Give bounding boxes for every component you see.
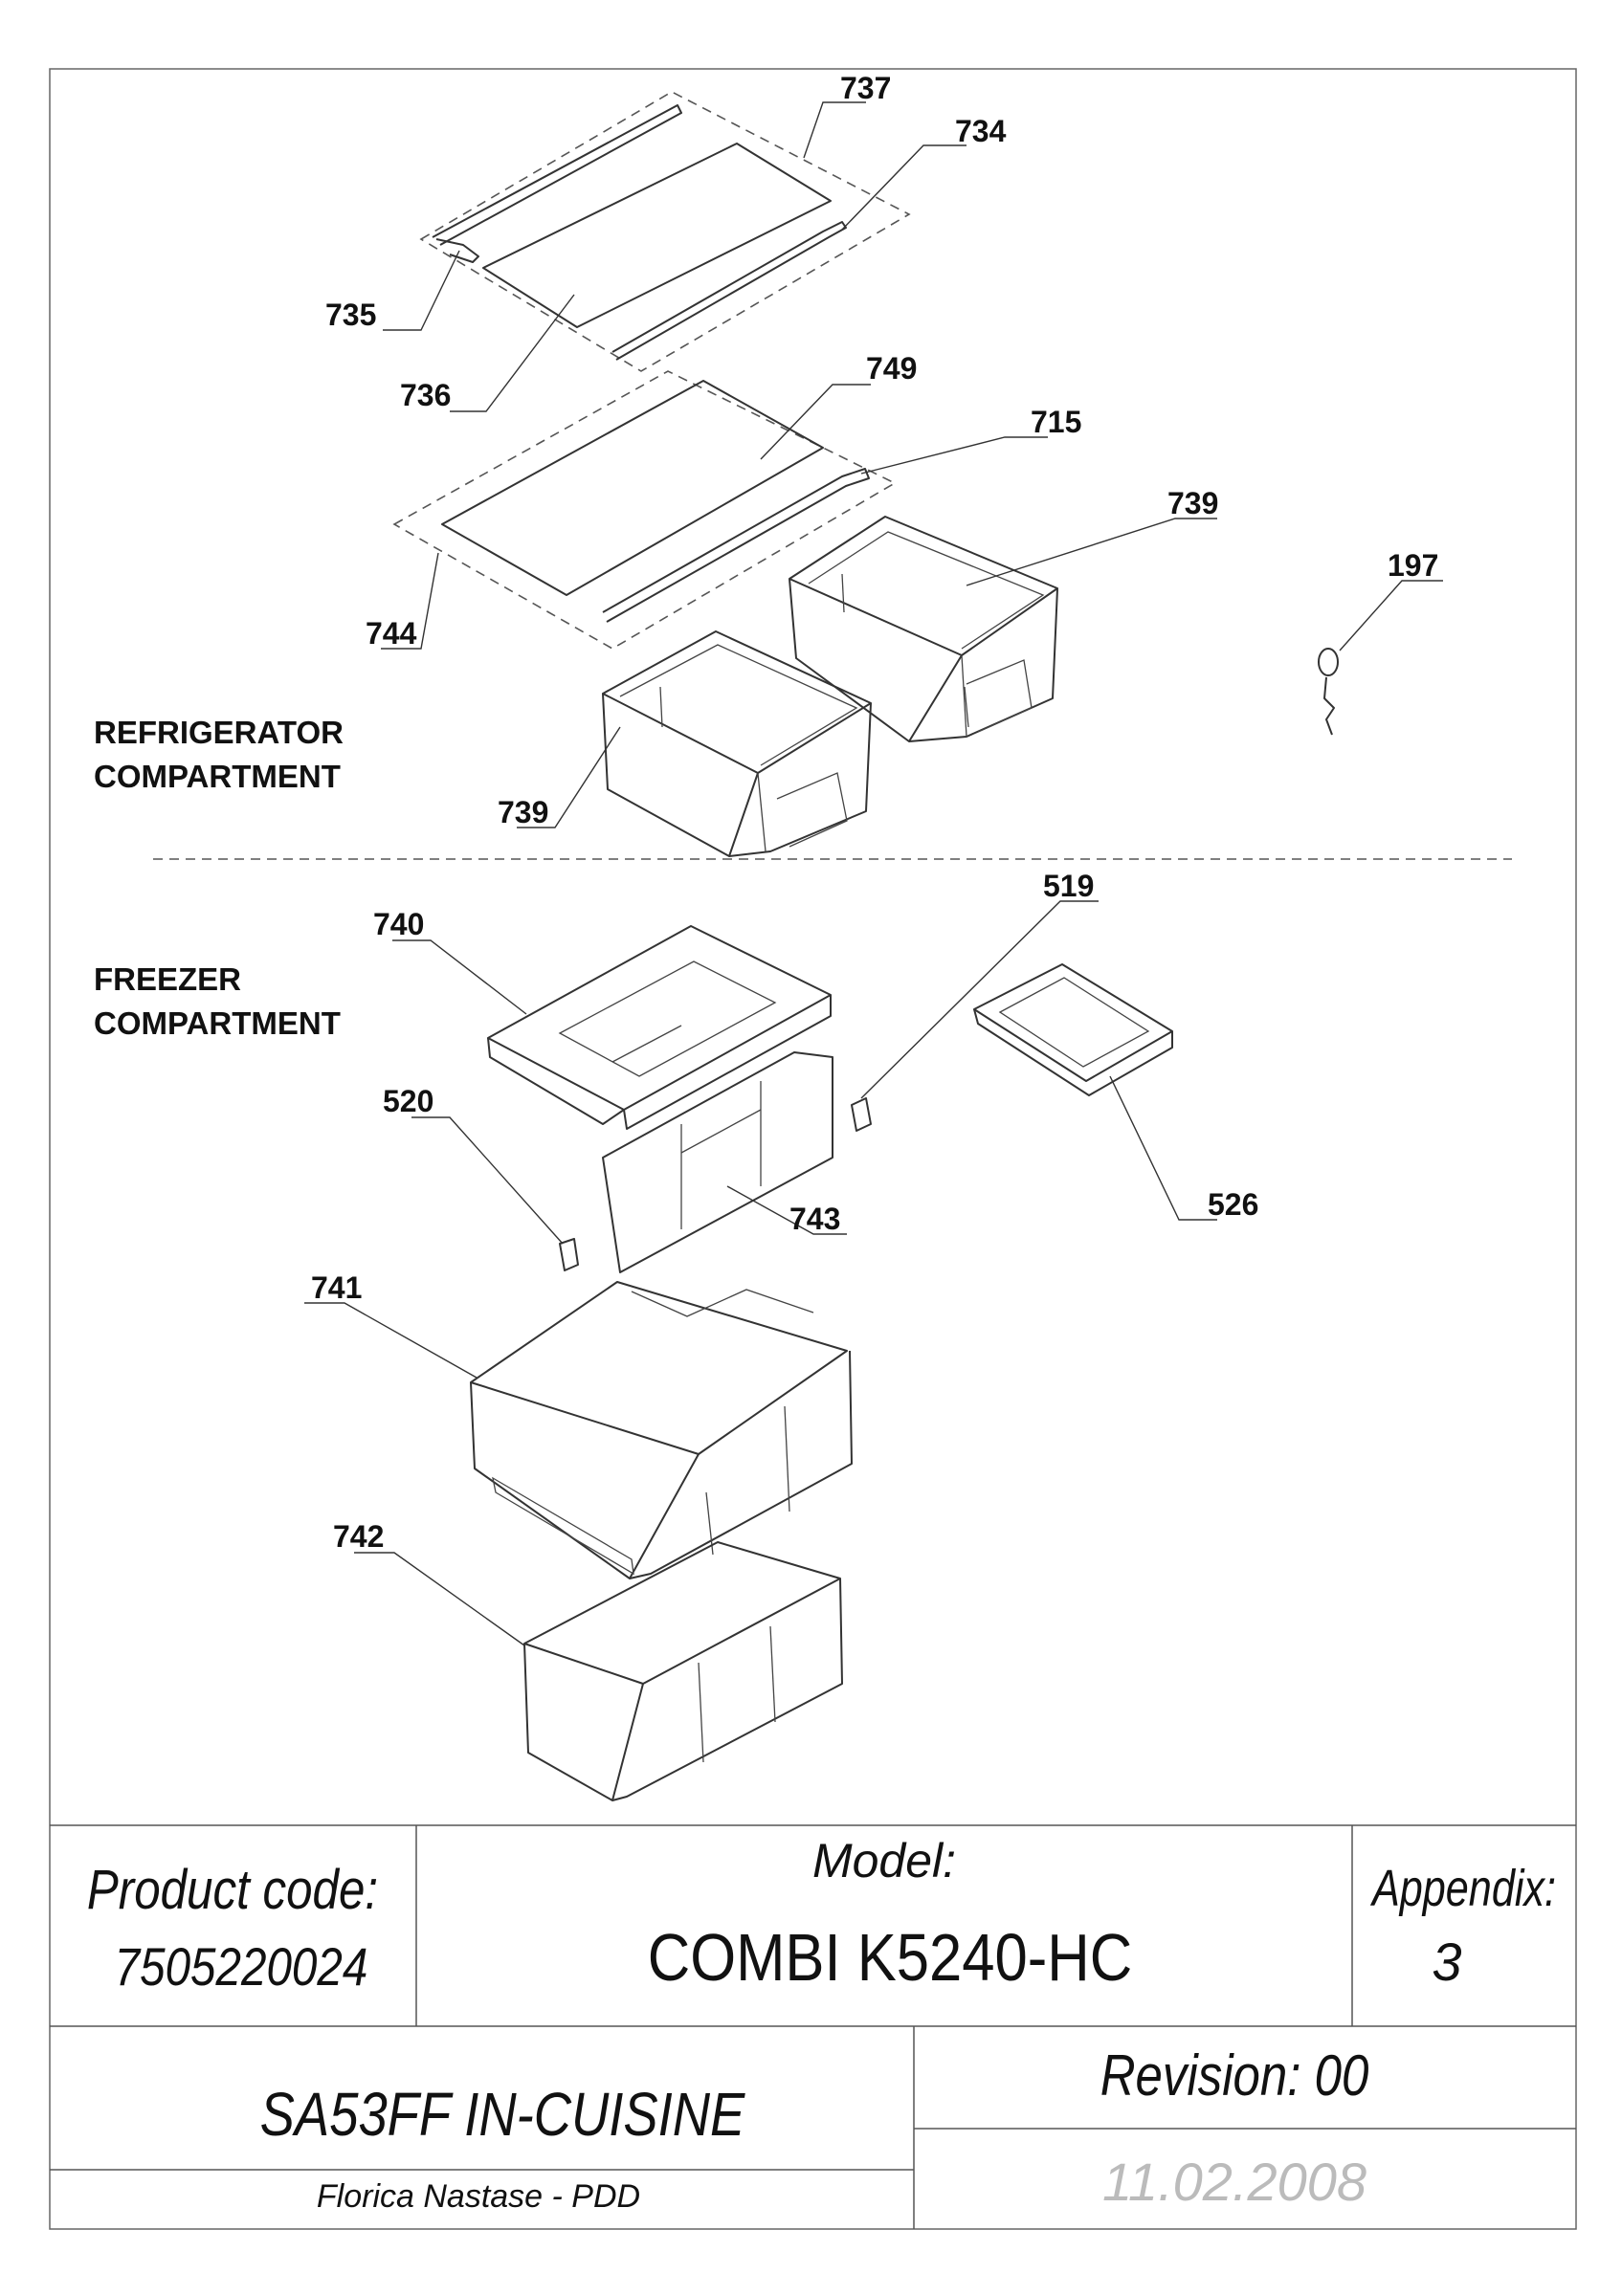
section-freezer-line1: FREEZER xyxy=(94,961,241,997)
part-label-519: 519 xyxy=(1043,869,1094,903)
shelf-737-outline xyxy=(419,91,911,372)
model-value: COMBI K5240-HC xyxy=(648,1919,1133,1995)
part-label-735: 735 xyxy=(325,298,376,332)
author: Florica Nastase - PDD xyxy=(317,2178,640,2215)
crisper-drawer-left xyxy=(602,630,872,857)
drawer-front-743 xyxy=(602,1051,833,1273)
part-label-740: 740 xyxy=(373,907,424,941)
crisper-drawer-right xyxy=(789,516,1058,742)
glass-shelf-749 xyxy=(441,380,824,596)
clip-520 xyxy=(559,1238,579,1271)
ice-tray-526 xyxy=(973,963,1173,1096)
part-label-741: 741 xyxy=(311,1270,362,1305)
part-label-743: 743 xyxy=(789,1202,840,1236)
part-label-520: 520 xyxy=(383,1084,433,1118)
part-label-197: 197 xyxy=(1388,548,1438,583)
part-label-736: 736 xyxy=(400,378,451,412)
part-label-739-right: 739 xyxy=(1167,486,1218,520)
shelf-744-outline xyxy=(392,370,897,650)
leader-lines xyxy=(304,101,1443,1646)
part-label-526: 526 xyxy=(1208,1187,1258,1222)
part-label-737: 737 xyxy=(840,71,891,105)
appendix-value: 3 xyxy=(1432,1932,1461,1992)
section-refrigerator-line2: COMPARTMENT xyxy=(94,759,341,794)
model-label: Model: xyxy=(812,1834,956,1888)
part-label-749: 749 xyxy=(866,351,917,386)
freezer-drawer-741 xyxy=(470,1281,853,1579)
date: 11.02.2008 xyxy=(1102,2152,1366,2212)
rear-trim xyxy=(432,104,682,246)
product-code-value: 7505220024 xyxy=(115,1937,368,1997)
part-labels: 737 734 735 736 749 715 739 197 744 739 … xyxy=(311,71,1438,1554)
clip-519 xyxy=(851,1097,872,1132)
title-block: Product code: 7505220024 Model: COMBI K5… xyxy=(50,1824,1576,2229)
front-trim-715 xyxy=(602,468,870,623)
product-code-label: Product code: xyxy=(87,1859,378,1921)
glass-shelf-736 xyxy=(482,143,832,328)
freezer-tray-740 xyxy=(487,925,832,1130)
part-label-739-left: 739 xyxy=(498,795,548,829)
product-name: SA53FF IN-CUISINE xyxy=(260,2080,746,2149)
shelf-assembly-top xyxy=(419,91,911,372)
section-refrigerator-line1: REFRIGERATOR xyxy=(94,715,344,750)
drawing-frame xyxy=(49,68,1577,2230)
part-label-715: 715 xyxy=(1031,405,1081,439)
appendix-label: Appendix: xyxy=(1369,1861,1556,1918)
front-trim-734 xyxy=(611,221,847,361)
part-label-744: 744 xyxy=(366,616,417,651)
revision: Revision: 00 xyxy=(1100,2043,1369,2108)
end-cap-735 xyxy=(435,238,479,263)
section-freezer-line2: COMPARTMENT xyxy=(94,1005,341,1041)
shelf-assembly-middle xyxy=(392,370,897,650)
part-label-742: 742 xyxy=(333,1519,384,1554)
freezer-drawer-742 xyxy=(523,1541,843,1801)
part-label-734: 734 xyxy=(955,114,1007,148)
key-197 xyxy=(1318,648,1339,736)
